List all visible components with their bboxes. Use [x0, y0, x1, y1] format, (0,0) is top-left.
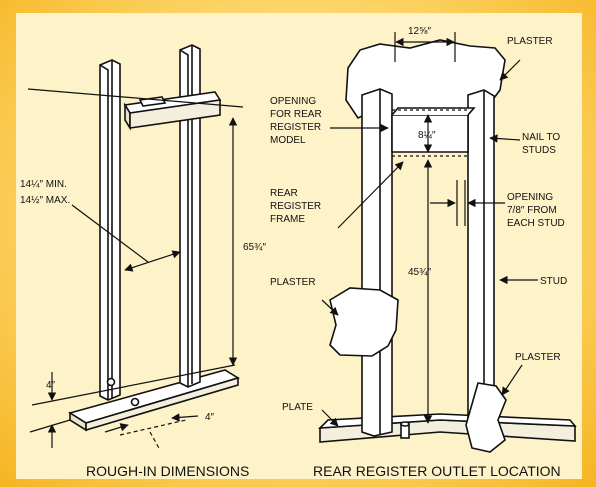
nail-label-2: STUDS	[522, 145, 556, 156]
gap-label-1: OPENING	[507, 192, 553, 203]
plaster-right-label: PLASTER	[515, 352, 561, 363]
register-diagram	[317, 39, 577, 453]
left-plaster	[329, 287, 399, 357]
frame-height-label: 45¾″	[408, 267, 431, 278]
max-spacing-label: 14½″ MAX.	[20, 195, 70, 206]
rough-in-diagram	[68, 44, 240, 432]
gap-label-3: EACH STUD	[507, 218, 565, 229]
right-plaster	[465, 382, 507, 453]
rough-in-caption: ROUGH-IN DIMENSIONS	[86, 463, 249, 479]
frame-label-2: REGISTER	[270, 201, 321, 212]
opening-label-3: REGISTER	[270, 122, 321, 133]
min-spacing-label: 14¼″ MIN.	[20, 178, 67, 190]
stud-label: STUD	[540, 276, 567, 287]
height-label: 65¾″	[243, 242, 266, 253]
opening-label-1: OPENING	[270, 96, 316, 107]
gap-label-2: 7/8″ FROM	[507, 205, 557, 216]
stud-spacing-line	[124, 250, 181, 272]
plate-label: PLATE	[282, 402, 313, 413]
right-register-stud	[467, 89, 495, 433]
frame-label-3: FRAME	[270, 214, 305, 225]
base-height-label: 4″	[46, 380, 56, 391]
opening-height-label: 8¼″	[418, 129, 436, 141]
plaster-top-label: PLASTER	[507, 36, 553, 47]
opening-label-4: MODEL	[270, 135, 306, 146]
opening-label-2: FOR REAR	[270, 109, 322, 120]
top-width-label: 12⅝″	[408, 26, 431, 37]
register-caption: REAR REGISTER OUTLET LOCATION	[313, 463, 561, 479]
frame-label-1: REAR	[270, 188, 298, 199]
offset-label: 4″	[205, 412, 215, 423]
left-stud	[99, 59, 121, 401]
left-register-stud	[361, 88, 393, 437]
plaster-left-label: PLASTER	[270, 277, 316, 288]
nail-label-1: NAIL TO	[522, 132, 560, 143]
